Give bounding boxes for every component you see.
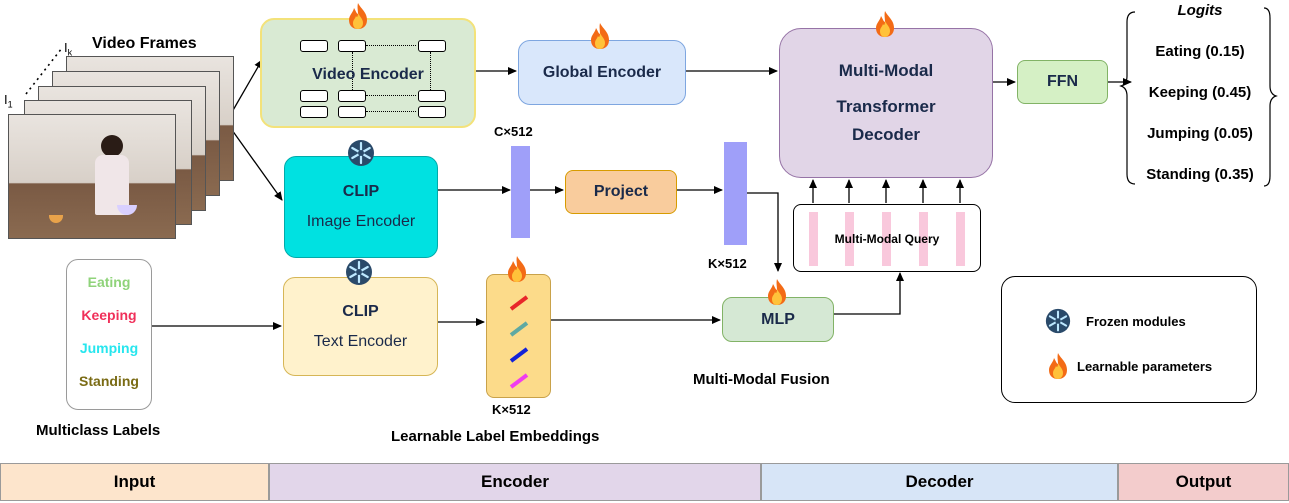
query-bar (919, 212, 928, 266)
logits-bracket-left (1119, 11, 1136, 185)
transformer-line-2: Transformer (836, 97, 936, 116)
logits-bracket-right (1263, 7, 1278, 187)
multiclass-labels: Eating Keeping Jumping Standing (66, 259, 152, 410)
fire-icon (876, 11, 894, 37)
label-item: Keeping (81, 307, 137, 323)
logits-title: Logits (1177, 2, 1223, 19)
c512-label: C×512 (494, 124, 533, 139)
clip-image-encoder: CLIP Image Encoder (284, 156, 438, 258)
phase-decoder: Decoder (761, 463, 1118, 501)
embedding-marks (509, 295, 529, 389)
label-item: Jumping (79, 340, 139, 356)
bowl (117, 205, 137, 215)
image-feature-bar (511, 146, 530, 238)
labels-title: Multiclass Labels (36, 422, 161, 439)
frames-title: Video Frames (92, 35, 197, 52)
global-encoder: Global Encoder (518, 40, 686, 105)
legend: Frozen modules Learnable parameters (1001, 276, 1257, 403)
k512-label-right: K×512 (708, 256, 747, 271)
bowl-small (49, 215, 63, 223)
frame-first-label: I1 (4, 92, 13, 110)
phase-output: Output (1118, 463, 1289, 501)
ffn-label: FFN (1046, 73, 1079, 90)
phase-encoder: Encoder (269, 463, 761, 501)
phase-input: Input (0, 463, 269, 501)
video-encoder: Video Encoder (260, 18, 476, 128)
arrow-frames-to-video-encoder (231, 59, 263, 113)
logit-item: Jumping (0.05) (1147, 125, 1253, 142)
multimodal-query: Multi-Modal Query (793, 204, 981, 272)
legend-learnable-label: Learnable parameters (1077, 359, 1213, 374)
frames-index-dots (25, 47, 63, 95)
ffn-block: FFN (1017, 60, 1108, 104)
global-encoder-label: Global Encoder (542, 63, 662, 81)
label-embeddings (486, 274, 551, 398)
fire-icon (1049, 353, 1067, 379)
fire-icon (508, 256, 526, 282)
label-item: Standing (79, 373, 139, 389)
person-figure (101, 135, 123, 157)
logit-item: Standing (0.35) (1146, 166, 1254, 183)
token-rows-bottom (300, 52, 450, 120)
token-row-top (300, 40, 446, 52)
query-label: Multi-Modal Query (834, 232, 940, 246)
clip-image-subtitle: Image Encoder (306, 213, 416, 230)
arrow-k512-to-mlp (747, 192, 782, 272)
transformer-line-1: Multi-Modal (838, 61, 934, 80)
clip-text-subtitle: Text Encoder (313, 332, 408, 350)
label-item: Eating (87, 274, 131, 290)
snowflake-icon (348, 140, 374, 166)
fusion-title: Multi-Modal Fusion (693, 371, 830, 388)
legend-frozen-label: Frozen modules (1086, 314, 1186, 329)
label-embeddings-title: Learnable Label Embeddings (391, 428, 600, 445)
logit-item: Keeping (0.45) (1148, 84, 1252, 101)
transformer-decoder: Multi-Modal Transformer Decoder (779, 28, 993, 178)
clip-text-encoder: CLIP Text Encoder (283, 277, 438, 376)
k512-label-bottom: K×512 (492, 402, 531, 417)
fire-icon (349, 3, 367, 29)
project-label: Project (593, 183, 649, 200)
logits-panel: Logits Eating (0.15) Keeping (0.45) Jump… (1130, 0, 1270, 190)
snowflake-icon (1045, 308, 1071, 334)
transformer-line-3: Decoder (851, 125, 921, 144)
snowflake-icon (346, 259, 372, 285)
clip-text-title: CLIP (342, 302, 379, 320)
video-encoder-label: Video Encoder (312, 66, 424, 83)
project-block: Project (565, 170, 677, 214)
query-bar (882, 212, 891, 266)
fire-icon (591, 23, 609, 49)
video-frame-front (8, 114, 176, 239)
clip-image-title: CLIP (342, 183, 380, 200)
query-bar (809, 212, 818, 266)
frame-last-label: Ik (64, 40, 73, 58)
query-bar (956, 212, 965, 266)
query-bar (845, 212, 854, 266)
logit-item: Eating (0.15) (1155, 43, 1245, 60)
projected-feature-bar (724, 142, 747, 245)
fire-icon (768, 279, 786, 305)
arrow-mlp-to-query (834, 272, 904, 315)
mlp-label: MLP (761, 310, 795, 328)
arrow-frames-to-clip-image (231, 129, 283, 201)
